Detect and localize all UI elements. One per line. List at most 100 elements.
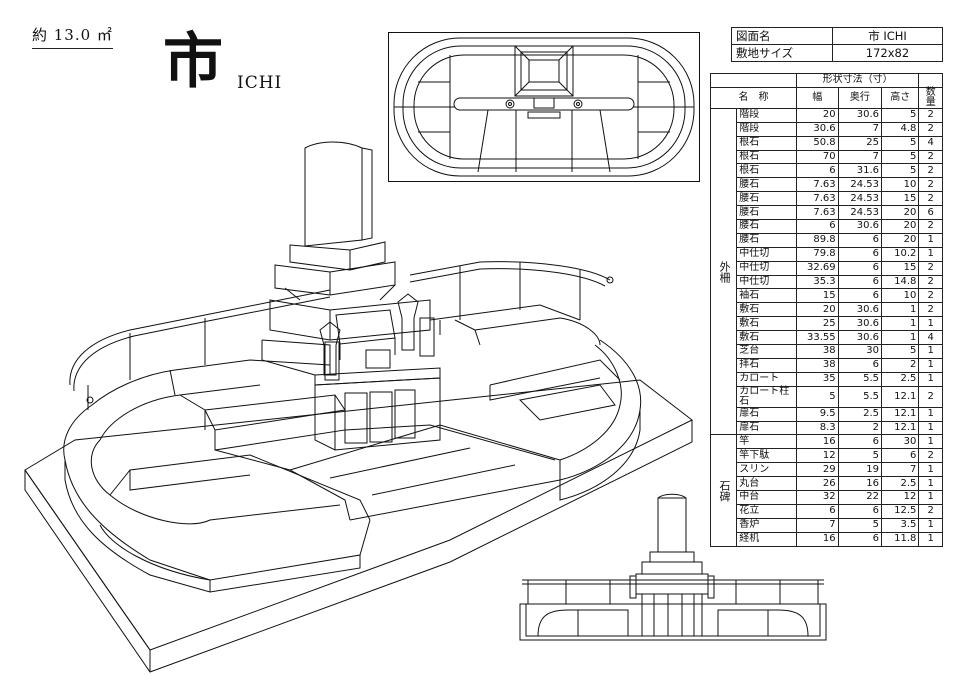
part-quantity: 1 [918, 420, 943, 436]
height-header: 高さ [881, 86, 920, 109]
part-width: 5 [795, 385, 839, 408]
part-name: 腰石 [736, 219, 797, 234]
part-name: カロート柱石 [736, 385, 797, 408]
part-quantity: 2 [918, 302, 943, 318]
part-quantity: 1 [918, 246, 943, 262]
group-label: 石碑 [709, 434, 738, 547]
part-name: 袖石 [736, 288, 797, 304]
part-quantity: 1 [918, 316, 943, 332]
part-width: 38 [795, 344, 839, 359]
part-name: 中仕切 [736, 260, 797, 276]
part-quantity: 1 [918, 490, 943, 505]
part-quantity: 1 [918, 517, 943, 533]
part-quantity: 1 [918, 371, 943, 387]
part-width: 26 [795, 476, 839, 492]
part-name: 中台 [736, 490, 797, 505]
part-height: 15 [881, 191, 920, 207]
part-depth: 2.5 [837, 406, 883, 422]
part-depth: 6 [837, 274, 883, 290]
part-depth: 5 [837, 517, 883, 533]
part-width: 7.63 [795, 177, 839, 193]
part-quantity: 1 [918, 357, 943, 373]
part-height: 1 [881, 330, 920, 346]
part-name: 芝台 [736, 344, 797, 359]
part-height: 20 [881, 232, 920, 248]
part-depth: 6 [837, 260, 883, 276]
part-depth: 30.6 [837, 107, 883, 123]
part-height: 2.5 [881, 476, 920, 492]
part-height: 12.1 [881, 420, 920, 436]
part-depth: 6 [837, 246, 883, 262]
part-quantity: 2 [918, 163, 943, 179]
part-height: 4.8 [881, 121, 920, 137]
table-corner [710, 73, 797, 88]
part-name: 敷石 [736, 316, 797, 332]
part-height: 11.8 [881, 531, 920, 547]
part-height: 10 [881, 177, 920, 193]
part-depth: 30.6 [837, 316, 883, 332]
part-height: 2 [881, 357, 920, 373]
part-quantity: 6 [918, 205, 943, 221]
part-quantity: 2 [918, 274, 943, 290]
part-width: 9.5 [795, 406, 839, 422]
part-height: 10 [881, 288, 920, 304]
part-depth: 6 [837, 357, 883, 373]
part-depth: 6 [837, 232, 883, 248]
part-width: 79.8 [795, 246, 839, 262]
part-name: 敷石 [736, 330, 797, 346]
part-width: 33.55 [795, 330, 839, 346]
part-height: 30 [881, 434, 920, 450]
part-name: 根石 [736, 163, 797, 179]
perspective-drawing [24, 141, 693, 673]
part-width: 32 [795, 490, 839, 505]
part-width: 6 [795, 503, 839, 519]
part-depth: 5 [837, 448, 883, 464]
part-depth: 5.5 [837, 385, 883, 408]
part-height: 7 [881, 462, 920, 478]
group-label: 外柵 [709, 107, 738, 436]
part-name: 階段 [736, 107, 797, 123]
site-size-label: 敷地サイズ [731, 44, 833, 62]
part-width: 70 [795, 149, 839, 165]
part-name: 腰石 [736, 205, 797, 221]
part-quantity: 4 [918, 330, 943, 346]
part-height: 12.1 [881, 406, 920, 422]
part-height: 3.5 [881, 517, 920, 533]
part-quantity: 2 [918, 448, 943, 464]
part-name: 香炉 [736, 517, 797, 533]
width-header: 幅 [795, 86, 839, 109]
group-label-text: 外柵 [717, 260, 731, 283]
part-name: 中仕切 [736, 274, 797, 290]
part-width: 30.6 [795, 121, 839, 137]
part-name: 中仕切 [736, 246, 797, 262]
part-width: 15 [795, 288, 839, 304]
part-depth: 7 [837, 149, 883, 165]
part-depth: 6 [837, 531, 883, 547]
quantity-header: 数量 [918, 86, 943, 109]
part-height: 5 [881, 135, 920, 151]
part-depth: 19 [837, 462, 883, 478]
part-height: 20 [881, 219, 920, 234]
part-depth: 22 [837, 490, 883, 505]
part-quantity: 2 [918, 288, 943, 304]
drawing-name-value: 市 ICHI [832, 27, 943, 45]
part-height: 5 [881, 344, 920, 359]
part-width: 20 [795, 107, 839, 123]
part-height: 1 [881, 302, 920, 318]
